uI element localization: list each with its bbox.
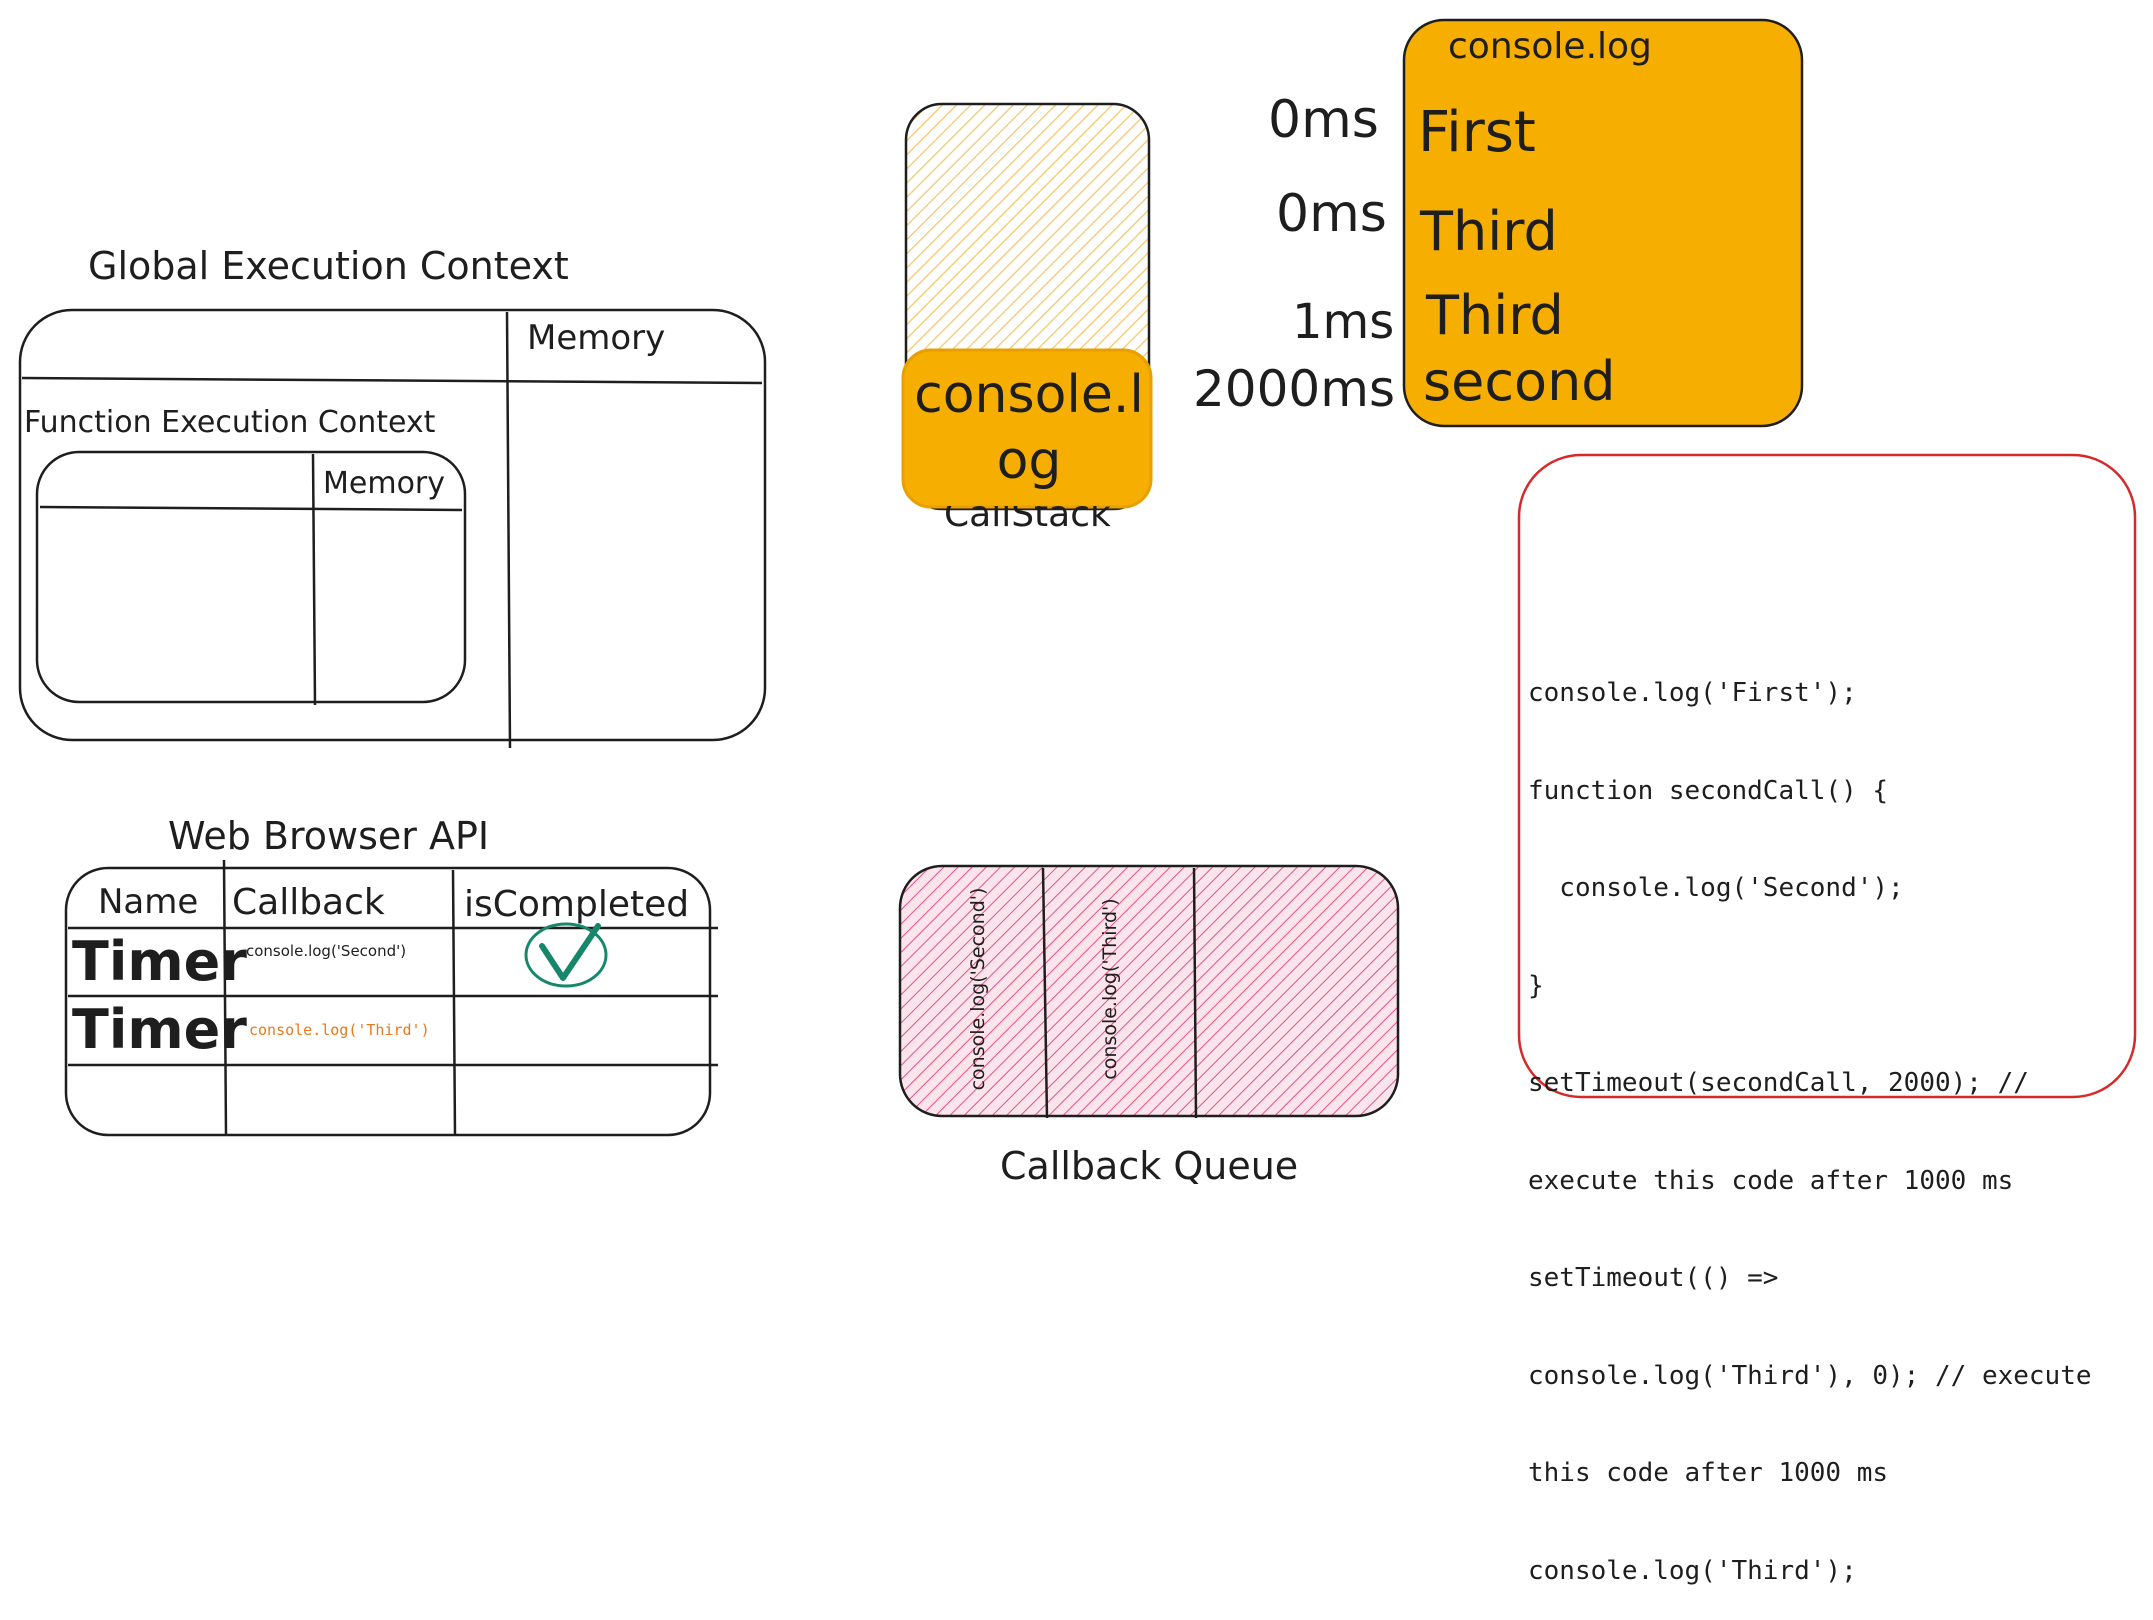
code-line: execute this code after 1000 ms (1528, 1165, 2014, 1196)
console-output-1: First (1418, 100, 1536, 165)
code-line: console.log('First'); (1528, 678, 1857, 708)
gec-title: Global Execution Context (88, 244, 569, 288)
code-line: function secondCall() { (1528, 775, 1889, 806)
callback-queue-box (898, 864, 1400, 1119)
web-api-title: Web Browser API (168, 814, 490, 858)
web-api-row-1-callback: console.log('Second') (246, 942, 407, 960)
callback-queue-label: Callback Queue (1000, 1144, 1299, 1188)
console-output-panel (1402, 18, 1804, 428)
global-execution-context-box (18, 308, 767, 749)
console-time-4: 2000ms (1193, 360, 1396, 418)
completed-check-icon (524, 922, 608, 988)
console-output-4: second (1423, 350, 1616, 413)
console-title: console.log (1448, 26, 1652, 67)
console-output-3: Third (1426, 284, 1564, 347)
code-listing: console.log('First'); function secondCal… (1528, 612, 2092, 1620)
call-stack-label: CallStack (944, 494, 1111, 535)
code-line: console.log('Second'); (1528, 873, 1904, 903)
console-output-2: Third (1420, 200, 1558, 263)
console-time-2: 0ms (1276, 184, 1387, 244)
code-line: console.log('Third'); (1528, 1555, 1857, 1586)
web-api-header-iscompleted: isCompleted (464, 884, 690, 925)
web-api-row-2-name: Timer (72, 998, 247, 1061)
code-line: console.log('Third'), 0); // execute (1528, 1360, 2092, 1391)
queue-item-1: console.log('Second') (967, 887, 989, 1091)
function-execution-context-box (35, 450, 467, 706)
web-api-header-name: Name (98, 882, 199, 922)
fec-memory-label: Memory (323, 466, 446, 501)
diagram-canvas (18, 18, 2137, 1137)
code-box (1517, 453, 2137, 1099)
queue-item-2: console.log('Third') (1099, 898, 1121, 1080)
web-api-header-callback: Callback (232, 882, 385, 923)
code-line: setTimeout(secondCall, 2000); // (1528, 1068, 2029, 1098)
console-time-3: 1ms (1292, 294, 1395, 350)
code-line: this code after 1000 ms (1528, 1458, 1889, 1488)
fec-title: Function Execution Context (24, 405, 436, 440)
web-api-row-1-name: Timer (72, 930, 247, 993)
web-api-row-2-callback: console.log('Third') (249, 1021, 430, 1039)
gec-memory-label: Memory (527, 318, 666, 358)
console-time-1: 0ms (1268, 90, 1379, 150)
code-line: setTimeout(() => (1528, 1263, 1779, 1293)
call-stack-frame (901, 348, 1153, 509)
web-browser-api-table (64, 859, 718, 1137)
call-stack-frame-label: console.log (914, 365, 1144, 491)
code-line: } (1528, 970, 1544, 1001)
